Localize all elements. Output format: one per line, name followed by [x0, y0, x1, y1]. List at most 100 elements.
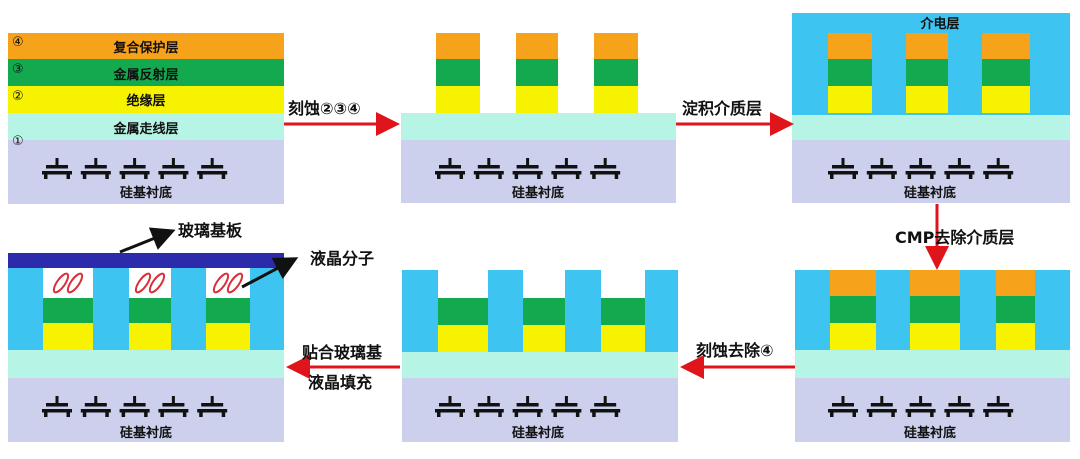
layer-label-1: 金属走线层 [112, 121, 178, 137]
transistor-icon [590, 158, 621, 179]
lc-cell-background [129, 268, 171, 298]
insulating-layer [436, 86, 480, 113]
transistor-icon [866, 158, 897, 179]
dielectric-pillar [488, 270, 523, 352]
transistor-icon [828, 158, 858, 179]
pixel-stack [523, 298, 565, 352]
step-label: CMP去除介质层 [895, 228, 1014, 247]
layer-number-1: ① [12, 134, 24, 149]
pixel-stack [910, 270, 960, 350]
pixel-stack [594, 33, 638, 113]
glass-pointer-arrow [119, 227, 176, 254]
step-deposit-dielectric: 淀积介质层 [676, 99, 794, 136]
reflective-layer [828, 59, 872, 86]
insulating-layer [601, 325, 645, 352]
reflective-layer [438, 298, 488, 325]
wiring-layer [795, 350, 1070, 378]
reflective-layer [906, 59, 948, 86]
lc-cell [129, 268, 171, 298]
insulating-layer [828, 86, 872, 113]
transistor-icon [158, 158, 189, 179]
protective-layer [436, 33, 480, 59]
insulating-layer [996, 323, 1035, 350]
transistor-icon [944, 396, 975, 417]
transistor-icon [42, 396, 72, 417]
transistor-icon [473, 158, 504, 179]
substrate-label: 硅基衬底 [512, 185, 564, 201]
lc-cell-background [43, 268, 93, 298]
panel-dielectric-deposited: 介电层 硅基衬底 [792, 13, 1070, 203]
substrate-label: 硅基衬底 [120, 425, 172, 441]
layer-label-2: 绝缘层 [126, 93, 165, 109]
wiring-layer [8, 113, 284, 140]
lc-molecule-icon [226, 272, 244, 294]
reflective-layer [830, 296, 876, 323]
insulating-layer [982, 86, 1030, 113]
reflective-layer [594, 59, 638, 86]
protective-layer [8, 33, 284, 59]
layer-label-3: 金属反射层 [112, 67, 178, 83]
insulating-layer [43, 323, 93, 350]
pixel-stack [206, 296, 250, 350]
lc-label: 液晶分子 [310, 249, 374, 268]
panel-initial-stack: ④ 复合保护层 ③ 金属反射层 ② 绝缘层 ① 金属走线层 硅基衬底 [8, 33, 284, 204]
lc-molecule-icon [66, 272, 84, 294]
transistor-icon [905, 396, 936, 417]
layer-number-2: ② [12, 89, 24, 104]
insulating-layer [516, 86, 558, 113]
insulating-layer [523, 325, 565, 352]
protective-layer [996, 270, 1035, 296]
glass-substrate [8, 253, 284, 268]
step-label: 贴合玻璃基 [302, 343, 383, 362]
step-label: 淀积介质层 [682, 99, 762, 118]
substrate-label: 硅基衬底 [512, 425, 564, 441]
pixel-stack [996, 270, 1035, 350]
layer-label-4: 复合保护层 [112, 40, 178, 56]
transistor-icon [983, 396, 1014, 417]
panel-etched: 硅基衬底 [401, 33, 676, 203]
lc-molecule-icon [52, 272, 70, 294]
reflective-layer [129, 296, 171, 323]
protective-layer [982, 33, 1030, 59]
wiring-layer [402, 352, 678, 378]
transistor-icon [197, 158, 228, 179]
reflective-layer [436, 59, 480, 86]
step-label: 刻蚀②③④ [288, 99, 361, 118]
lc-cell-background [206, 268, 250, 298]
substrate-label: 硅基衬底 [904, 425, 956, 441]
reflective-layer [601, 298, 645, 325]
step-etch-4: 刻蚀去除④ [680, 341, 795, 379]
pixel-stack [43, 296, 93, 350]
transistor-icon [473, 396, 504, 417]
insulating-layer [8, 86, 284, 113]
lc-cell [43, 268, 93, 298]
pixel-stack [438, 298, 488, 352]
panel-final-lcos: 硅基衬底 玻璃基板 液晶分子 [8, 221, 374, 442]
lc-molecule-icon [134, 272, 152, 294]
transistor-icon [512, 158, 543, 179]
transistor-icon [944, 158, 975, 179]
substrate-label: 硅基衬底 [120, 185, 172, 201]
reflective-layer [982, 59, 1030, 86]
transistor-icon [905, 158, 936, 179]
transistor-icon [197, 396, 228, 417]
transistor-icon [42, 158, 72, 179]
step-etch-234: 刻蚀②③④ [284, 99, 400, 136]
transistor-icon [119, 158, 150, 179]
transistor-icon [590, 396, 621, 417]
pixel-stack [906, 33, 948, 113]
protective-layer [594, 33, 638, 59]
insulating-layer [206, 323, 250, 350]
step-label: 液晶填充 [308, 373, 372, 392]
panel-protective-removed: 硅基衬底 [402, 270, 678, 442]
transistor-icon [512, 396, 543, 417]
insulating-layer [129, 323, 171, 350]
protective-layer [830, 270, 876, 296]
reflective-layer [910, 296, 960, 323]
wiring-layer [8, 350, 284, 378]
transistor-icon [119, 396, 150, 417]
protective-layer [906, 33, 948, 59]
insulating-layer [910, 323, 960, 350]
pixel-stack [830, 270, 876, 350]
transistor-icon [866, 396, 897, 417]
